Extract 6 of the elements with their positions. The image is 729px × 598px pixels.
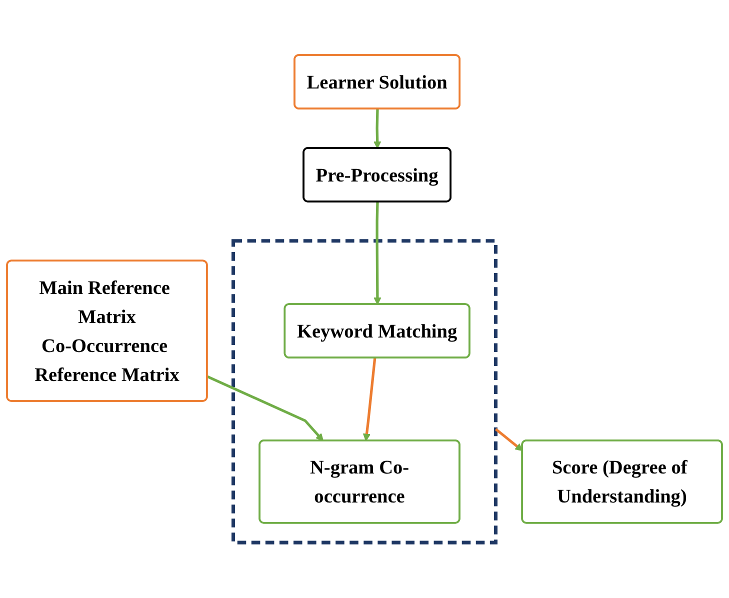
- arrow: [362, 358, 376, 442]
- arrow: [206, 376, 324, 442]
- arrow: [494, 428, 523, 452]
- arrow: [374, 109, 382, 149]
- arrow: [374, 202, 382, 306]
- cluster: [232, 239, 498, 545]
